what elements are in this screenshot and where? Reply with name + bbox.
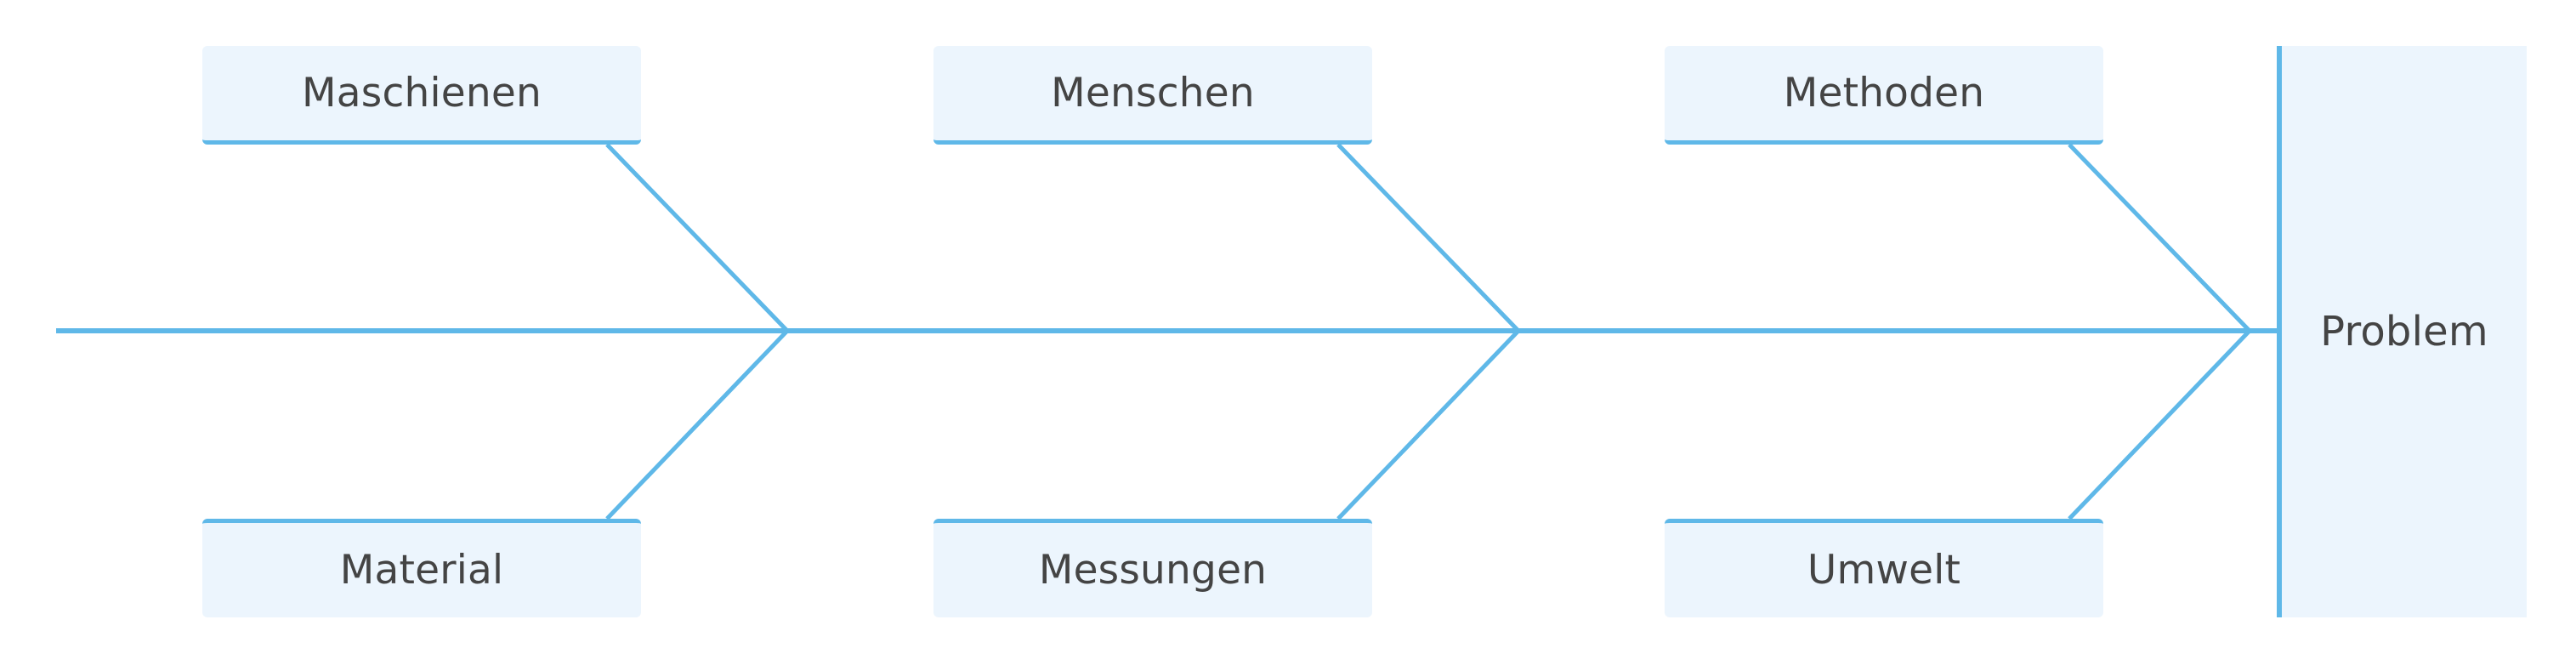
bone-bottom-1	[605, 329, 789, 520]
category-box-menschen: Menschen	[933, 46, 1372, 145]
category-label: Maschienen	[302, 70, 542, 117]
category-label: Material	[339, 547, 504, 594]
category-label: Methoden	[1783, 70, 1985, 117]
category-label: Menschen	[1051, 70, 1255, 117]
category-box-umwelt: Umwelt	[1665, 519, 2103, 617]
category-box-maschienen: Maschienen	[202, 46, 641, 145]
bone-top-2	[1336, 143, 1520, 332]
bone-bottom-2	[1336, 329, 1520, 520]
problem-head-box: Problem	[2277, 46, 2527, 617]
problem-label: Problem	[2320, 308, 2488, 355]
category-box-material: Material	[202, 519, 641, 617]
category-box-messungen: Messungen	[933, 519, 1372, 617]
bone-top-3	[2068, 143, 2251, 332]
category-box-methoden: Methoden	[1665, 46, 2103, 145]
bone-top-1	[605, 143, 789, 332]
category-label: Messungen	[1038, 547, 1268, 594]
bone-bottom-3	[2068, 329, 2251, 520]
category-label: Umwelt	[1807, 547, 1961, 594]
